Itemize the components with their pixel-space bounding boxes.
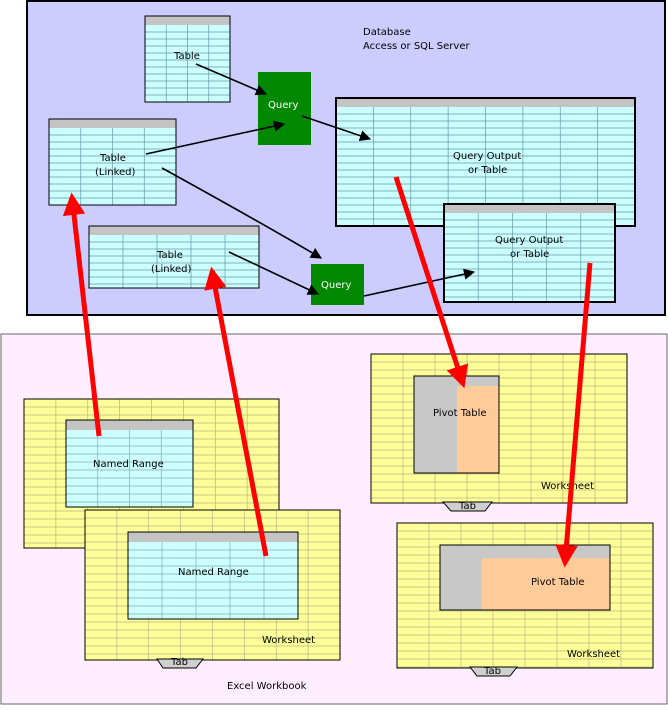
- worksheet-right-top: [370, 353, 628, 504]
- connector-linked-2-to-query-2: [228, 251, 320, 295]
- tab-right-top[interactable]: Tab: [441, 501, 494, 512]
- pivot-table-2-label: Pivot Table: [531, 577, 585, 588]
- table-linked-1: [48, 118, 177, 206]
- connector-linked-1-to-query-1: [145, 120, 286, 155]
- table-top: [144, 15, 231, 103]
- tab-right-bottom[interactable]: Tab: [468, 666, 519, 677]
- connector-linked-1-to-query-2: [161, 167, 322, 259]
- workbook-title: Excel Workbook: [227, 681, 307, 692]
- worksheet-right-top-label: Worksheet: [541, 481, 594, 492]
- black-connectors: [145, 63, 476, 297]
- worksheet-front-left-label: Worksheet: [262, 635, 315, 646]
- red-arrows: [62, 176, 593, 568]
- pivot-table-1-label: Pivot Table: [433, 408, 487, 419]
- named-range-2: [127, 531, 299, 620]
- red-arrow-range-2-to-linked-2: [204, 266, 269, 557]
- query-2-label: Query: [321, 280, 351, 291]
- connector-query-2-to-output-2: [363, 268, 476, 297]
- table-linked-1-label-line1: Table: [99, 153, 126, 164]
- query-1-label: Query: [268, 100, 298, 111]
- table-linked-2-label-line2: (Linked): [151, 264, 192, 275]
- named-range-2-label: Named Range: [178, 567, 249, 578]
- tab-label: Tab: [170, 657, 188, 668]
- named-range-1: [65, 419, 194, 508]
- worksheet-right-bottom: [396, 522, 654, 669]
- database-title: Database: [363, 27, 411, 38]
- query-box-1: Query: [258, 72, 311, 145]
- tab-front-left[interactable]: Tab: [156, 657, 205, 669]
- table-linked-2-label-line1: Table: [156, 250, 183, 261]
- output-2-label-line1: Query Output: [495, 235, 563, 246]
- red-arrow-output-2-to-pivot-2: [555, 262, 593, 568]
- worksheet-right-bottom-label: Worksheet: [567, 649, 620, 660]
- query-box-2: Query: [311, 264, 364, 305]
- output-1-label-line2: or Table: [468, 165, 507, 176]
- database-subtitle: Access or SQL Server: [363, 41, 470, 52]
- red-arrow-output-1-to-pivot-1: [393, 176, 469, 389]
- pivot-table-1: [413, 375, 500, 474]
- worksheet-front-left: [84, 509, 341, 661]
- pivot-table-2: [439, 544, 611, 611]
- connector-query-1-to-output-1: [301, 115, 372, 142]
- table-top-label: Table: [173, 51, 200, 62]
- table-linked-1-label-line2: (Linked): [95, 167, 136, 178]
- named-range-1-label: Named Range: [93, 459, 164, 470]
- table-linked-2: [88, 225, 260, 289]
- tab-label: Tab: [483, 666, 501, 677]
- output-2-label-line2: or Table: [510, 249, 549, 260]
- red-arrow-range-1-to-linked-1: [62, 192, 102, 437]
- tab-label: Tab: [458, 501, 476, 512]
- connector-table-top-to-query-1: [195, 63, 268, 96]
- output-1-label-line1: Query Output: [453, 151, 521, 162]
